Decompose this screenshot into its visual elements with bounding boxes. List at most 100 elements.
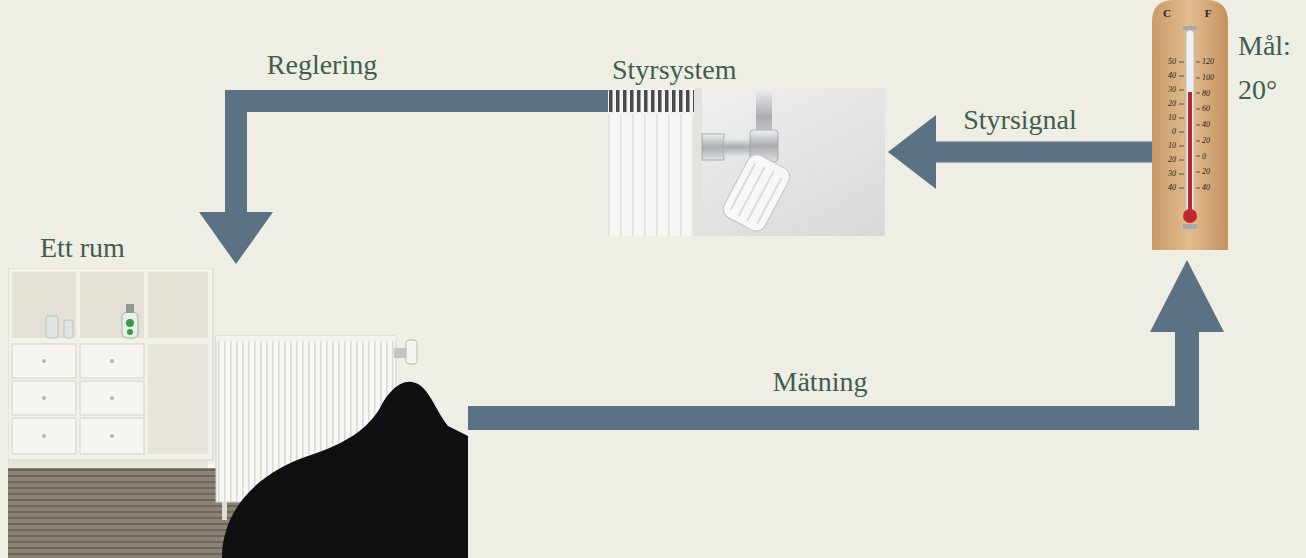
valve-photo <box>608 88 885 236</box>
illustration-part <box>1196 125 1200 126</box>
node-heading: Mål: 20° <box>1238 24 1296 112</box>
illustration-part <box>80 272 144 338</box>
illustration-part <box>747 171 773 220</box>
illustration-part <box>720 151 793 234</box>
edge-label: Mätning <box>769 366 872 398</box>
illustration-part <box>1179 104 1184 105</box>
illustration-part <box>126 319 134 327</box>
node-picture <box>1152 0 1228 250</box>
illustration-part <box>1196 141 1200 142</box>
scale-number: 20 <box>1154 100 1176 108</box>
edge-label: Reglering <box>263 49 381 81</box>
illustration-part <box>148 272 208 338</box>
room-node: Ett rum <box>8 232 468 558</box>
scale-unit: C <box>1159 8 1175 19</box>
illustration-part <box>406 340 417 364</box>
illustration-part <box>608 88 698 114</box>
illustration-part <box>1179 132 1184 133</box>
illustration-part <box>46 316 58 338</box>
flow-arrow <box>468 260 1224 418</box>
illustration-part <box>1158 40 1160 240</box>
scale-number: 100 <box>1202 74 1224 82</box>
control-system-node: Styrsystem <box>608 54 885 236</box>
illustration-part <box>1179 188 1184 189</box>
illustration-part <box>1179 174 1184 175</box>
arrow-head <box>1150 260 1224 332</box>
illustration-part <box>8 268 213 460</box>
illustration-part <box>720 151 793 234</box>
scale-number: 20 <box>1202 168 1224 176</box>
illustration-part <box>12 272 76 338</box>
illustration-part <box>12 381 76 415</box>
illustration-part <box>1196 93 1200 94</box>
scale-number: 30 <box>1154 86 1176 94</box>
illustration-part <box>1196 172 1200 173</box>
illustration-part <box>1179 62 1184 63</box>
scale-number: 40 <box>1154 184 1176 192</box>
illustration-part <box>1183 224 1197 229</box>
illustration-part <box>122 312 138 338</box>
illustration-part <box>702 134 724 160</box>
scale-number: 80 <box>1202 90 1224 98</box>
illustration-part <box>42 434 46 438</box>
illustration-part <box>608 88 698 236</box>
illustration-part <box>222 382 468 558</box>
illustration-part <box>42 359 46 363</box>
illustration-part <box>1218 30 1220 245</box>
node-texts: Ett rum <box>40 232 125 264</box>
arrow-band <box>936 142 1152 163</box>
scale-number: 60 <box>1202 105 1224 113</box>
scale-number: 0 <box>1154 128 1176 136</box>
illustration-part <box>608 88 885 236</box>
illustration-part <box>80 344 144 378</box>
scale-number: 20 <box>1202 137 1224 145</box>
illustration-part <box>110 434 114 438</box>
illustration-part <box>64 320 73 338</box>
thermometer-picture <box>1152 0 1228 250</box>
arrow-band <box>468 332 1187 418</box>
illustration-part <box>80 418 144 454</box>
scale-number: 20 <box>1154 156 1176 164</box>
illustration-part <box>126 304 134 313</box>
illustration-part <box>12 344 76 378</box>
illustration-part <box>216 336 396 341</box>
flow-arrow <box>199 101 608 264</box>
scale-number: 40 <box>1202 184 1224 192</box>
scale-unit: F <box>1200 8 1216 19</box>
illustration-part <box>80 381 144 415</box>
node-picture <box>8 268 468 558</box>
scale-number: 10 <box>1154 142 1176 150</box>
node-heading: Ett rum <box>40 232 125 264</box>
illustration-part <box>1152 0 1228 250</box>
illustration-part <box>731 164 755 210</box>
illustration-part <box>1196 78 1200 79</box>
illustration-part <box>1179 146 1184 147</box>
scale-number: 30 <box>1154 170 1176 178</box>
scale-number: 40 <box>1154 72 1176 80</box>
arrow-head <box>199 212 273 264</box>
illustration-part <box>127 329 133 335</box>
illustration-part <box>12 418 76 454</box>
scale-number: 40 <box>1202 121 1224 129</box>
node-texts: Styrsystem <box>612 54 736 86</box>
illustration-part <box>1179 76 1184 77</box>
illustration-part <box>1188 92 1192 214</box>
illustration-part <box>694 88 702 236</box>
illustration-part <box>1196 62 1200 63</box>
illustration-part <box>1183 209 1197 223</box>
node-picture <box>608 88 885 236</box>
illustration-part <box>8 268 468 558</box>
illustration-part <box>1179 90 1184 91</box>
illustration-part <box>110 359 114 363</box>
illustration-part <box>42 396 46 400</box>
illustration-part <box>1179 62 1200 188</box>
scale-number: 0 <box>1202 153 1224 161</box>
illustration-part <box>1179 160 1184 161</box>
illustration-part <box>222 502 227 520</box>
illustration-part <box>148 344 208 454</box>
edge-label: Styrsignal <box>959 104 1081 136</box>
scale-number: 50 <box>1154 58 1176 66</box>
illustration-part <box>1196 156 1200 157</box>
node-texts: Mål: 20° <box>1238 24 1296 112</box>
illustration-part <box>1196 109 1200 110</box>
